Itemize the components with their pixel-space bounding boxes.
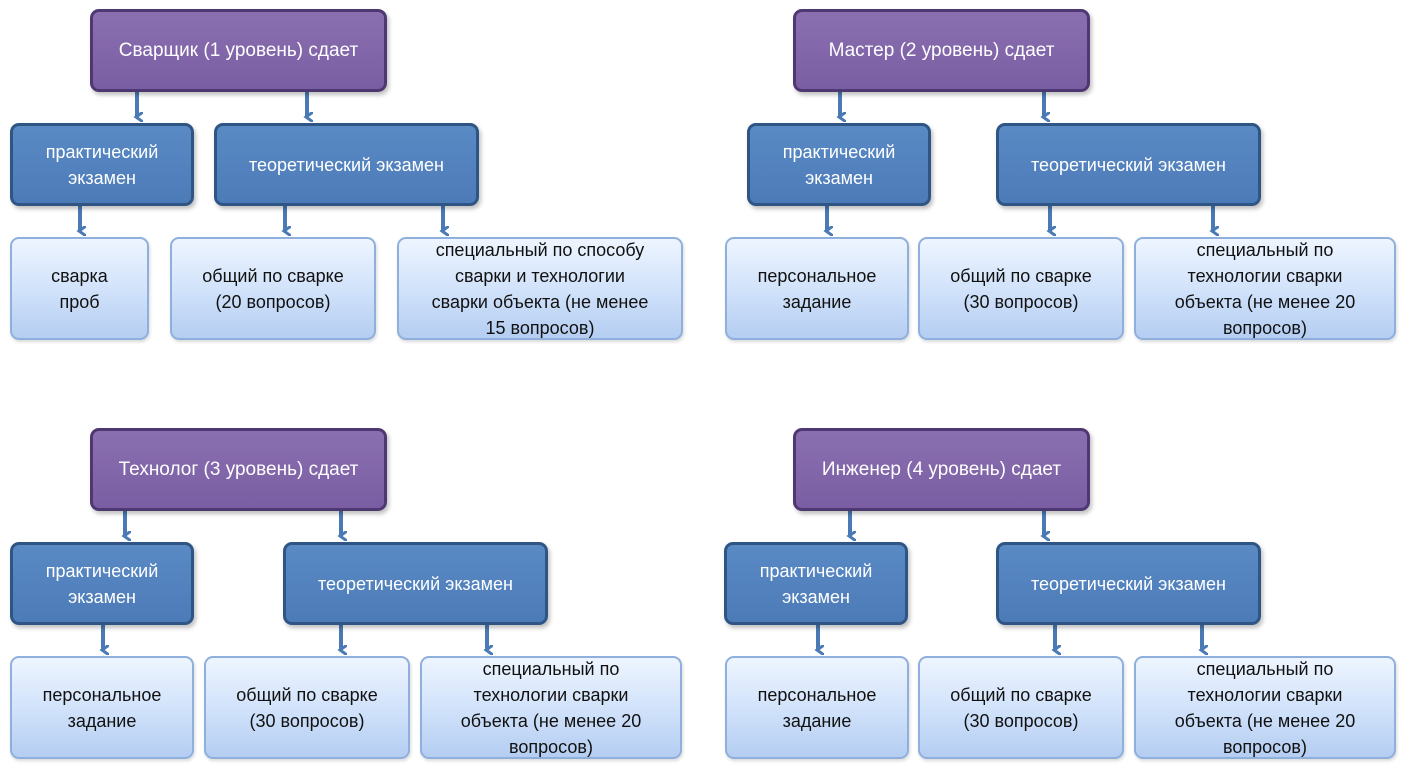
group-3-theoretical-exam-label: теоретический экзамен (317, 573, 513, 594)
group-3-header-label: Технолог (3 уровень) сдает (118, 458, 359, 480)
group-2-special-test-label: специальный по технологии сварки объекта… (1174, 239, 1356, 338)
group-4-practical-task-label: персональное задание (757, 684, 877, 731)
group-1-general-test-label: общий по сварке (20 вопросов) (202, 265, 344, 312)
group-4-theoretical-exam: теоретический экзамен (996, 542, 1261, 625)
group-3-special-test-label: специальный по технологии сварки объекта… (460, 658, 642, 757)
group-3-general-test-label: общий по сварке (30 вопросов) (236, 684, 378, 731)
group-1-practical-task: сварка проб (10, 237, 149, 340)
group-1-practical-task-label: сварка проб (51, 265, 108, 312)
group-2-header: Мастер (2 уровень) сдает (793, 9, 1090, 92)
group-1-header: Сварщик (1 уровень) сдает (90, 9, 387, 92)
group-1-general-test: общий по сварке (20 вопросов) (170, 237, 376, 340)
group-4-practical-task: персональное задание (725, 656, 909, 759)
group-4-general-test: общий по сварке (30 вопросов) (918, 656, 1124, 759)
group-3-practical-exam-label: практический экзамен (45, 560, 159, 607)
group-4-theoretical-exam-label: теоретический экзамен (1030, 573, 1226, 594)
group-1-practical-exam-label: практический экзамен (45, 141, 159, 188)
group-4-header: Инженер (4 уровень) сдает (793, 428, 1090, 511)
group-3-practical-task-label: персональное задание (42, 684, 162, 731)
group-2-practical-task: персональное задание (725, 237, 909, 340)
group-4-general-test-label: общий по сварке (30 вопросов) (950, 684, 1092, 731)
group-2-general-test: общий по сварке (30 вопросов) (918, 237, 1124, 340)
group-1-header-label: Сварщик (1 уровень) сдает (118, 39, 359, 61)
group-2-practical-exam-label: практический экзамен (782, 141, 896, 188)
group-1-special-test: специальный по способу сварки и технолог… (397, 237, 683, 340)
group-2-special-test: специальный по технологии сварки объекта… (1134, 237, 1396, 340)
group-2-theoretical-exam: теоретический экзамен (996, 123, 1261, 206)
group-1-practical-exam: практический экзамен (10, 123, 194, 206)
group-2-practical-exam: практический экзамен (747, 123, 931, 206)
group-3-special-test: специальный по технологии сварки объекта… (420, 656, 682, 759)
group-3-practical-exam: практический экзамен (10, 542, 194, 625)
group-2-theoretical-exam-label: теоретический экзамен (1030, 154, 1226, 175)
group-2-general-test-label: общий по сварке (30 вопросов) (950, 265, 1092, 312)
group-3-theoretical-exam: теоретический экзамен (283, 542, 548, 625)
group-4-special-test-label: специальный по технологии сварки объекта… (1174, 658, 1356, 757)
group-4-practical-exam: практический экзамен (724, 542, 908, 625)
group-1-theoretical-exam-label: теоретический экзамен (248, 154, 444, 175)
group-3-general-test: общий по сварке (30 вопросов) (204, 656, 410, 759)
group-4-practical-exam-label: практический экзамен (759, 560, 873, 607)
group-1-special-test-label: специальный по способу сварки и технолог… (431, 239, 649, 338)
group-3-practical-task: персональное задание (10, 656, 194, 759)
group-1-theoretical-exam: теоретический экзамен (214, 123, 479, 206)
group-3-header: Технолог (3 уровень) сдает (90, 428, 387, 511)
group-2-header-label: Мастер (2 уровень) сдает (828, 39, 1055, 61)
group-4-header-label: Инженер (4 уровень) сдает (821, 458, 1062, 480)
group-2-practical-task-label: персональное задание (757, 265, 877, 312)
group-4-special-test: специальный по технологии сварки объекта… (1134, 656, 1396, 759)
